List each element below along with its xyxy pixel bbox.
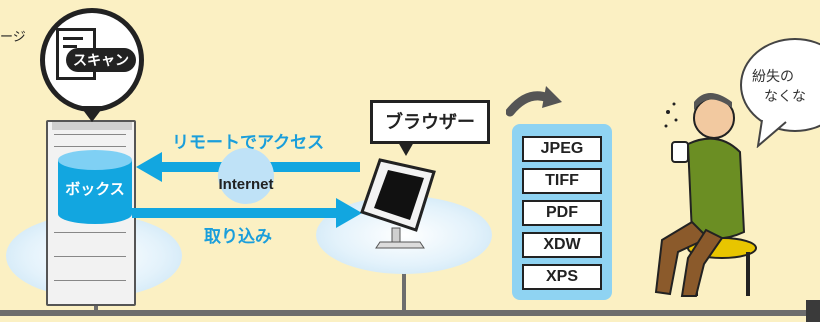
format-xps: XPS [522, 264, 602, 290]
curved-arrow-icon [506, 86, 562, 117]
format-pdf: PDF [522, 200, 602, 226]
remote-access-arrowhead [136, 152, 162, 182]
browser-callout: ブラウザー [370, 100, 490, 144]
internet-label: Internet [218, 176, 274, 193]
import-label: 取り込み [204, 227, 272, 246]
speech-line-2: なくな [764, 88, 806, 104]
format-tiff: TIFF [522, 168, 602, 194]
import-arrow [132, 208, 338, 218]
network-line [0, 310, 820, 316]
formats-panel: JPEG TIFF PDF XDW XPS [512, 124, 612, 300]
import-arrowhead [336, 198, 362, 228]
browser-network-drop [402, 240, 406, 312]
browser-callout-tail [398, 142, 414, 156]
network-line-end [806, 300, 820, 322]
speech-bubble-tail [756, 119, 787, 148]
box-label: ボックス [65, 181, 125, 198]
storage-cylinder-icon [58, 150, 132, 224]
scan-badge: スキャン [66, 48, 136, 72]
format-jpeg: JPEG [522, 136, 602, 162]
person-with-cup-icon [654, 93, 757, 297]
scan-bubble-pointer [80, 106, 104, 122]
internet-cloud [218, 148, 274, 204]
remote-access-label: リモートでアクセス [172, 133, 325, 152]
format-xdw: XDW [522, 232, 602, 258]
speech-line-1: 紛失の [752, 68, 794, 84]
tablet-terminal-icon [360, 158, 436, 249]
header-fragment: ージ [0, 29, 26, 44]
